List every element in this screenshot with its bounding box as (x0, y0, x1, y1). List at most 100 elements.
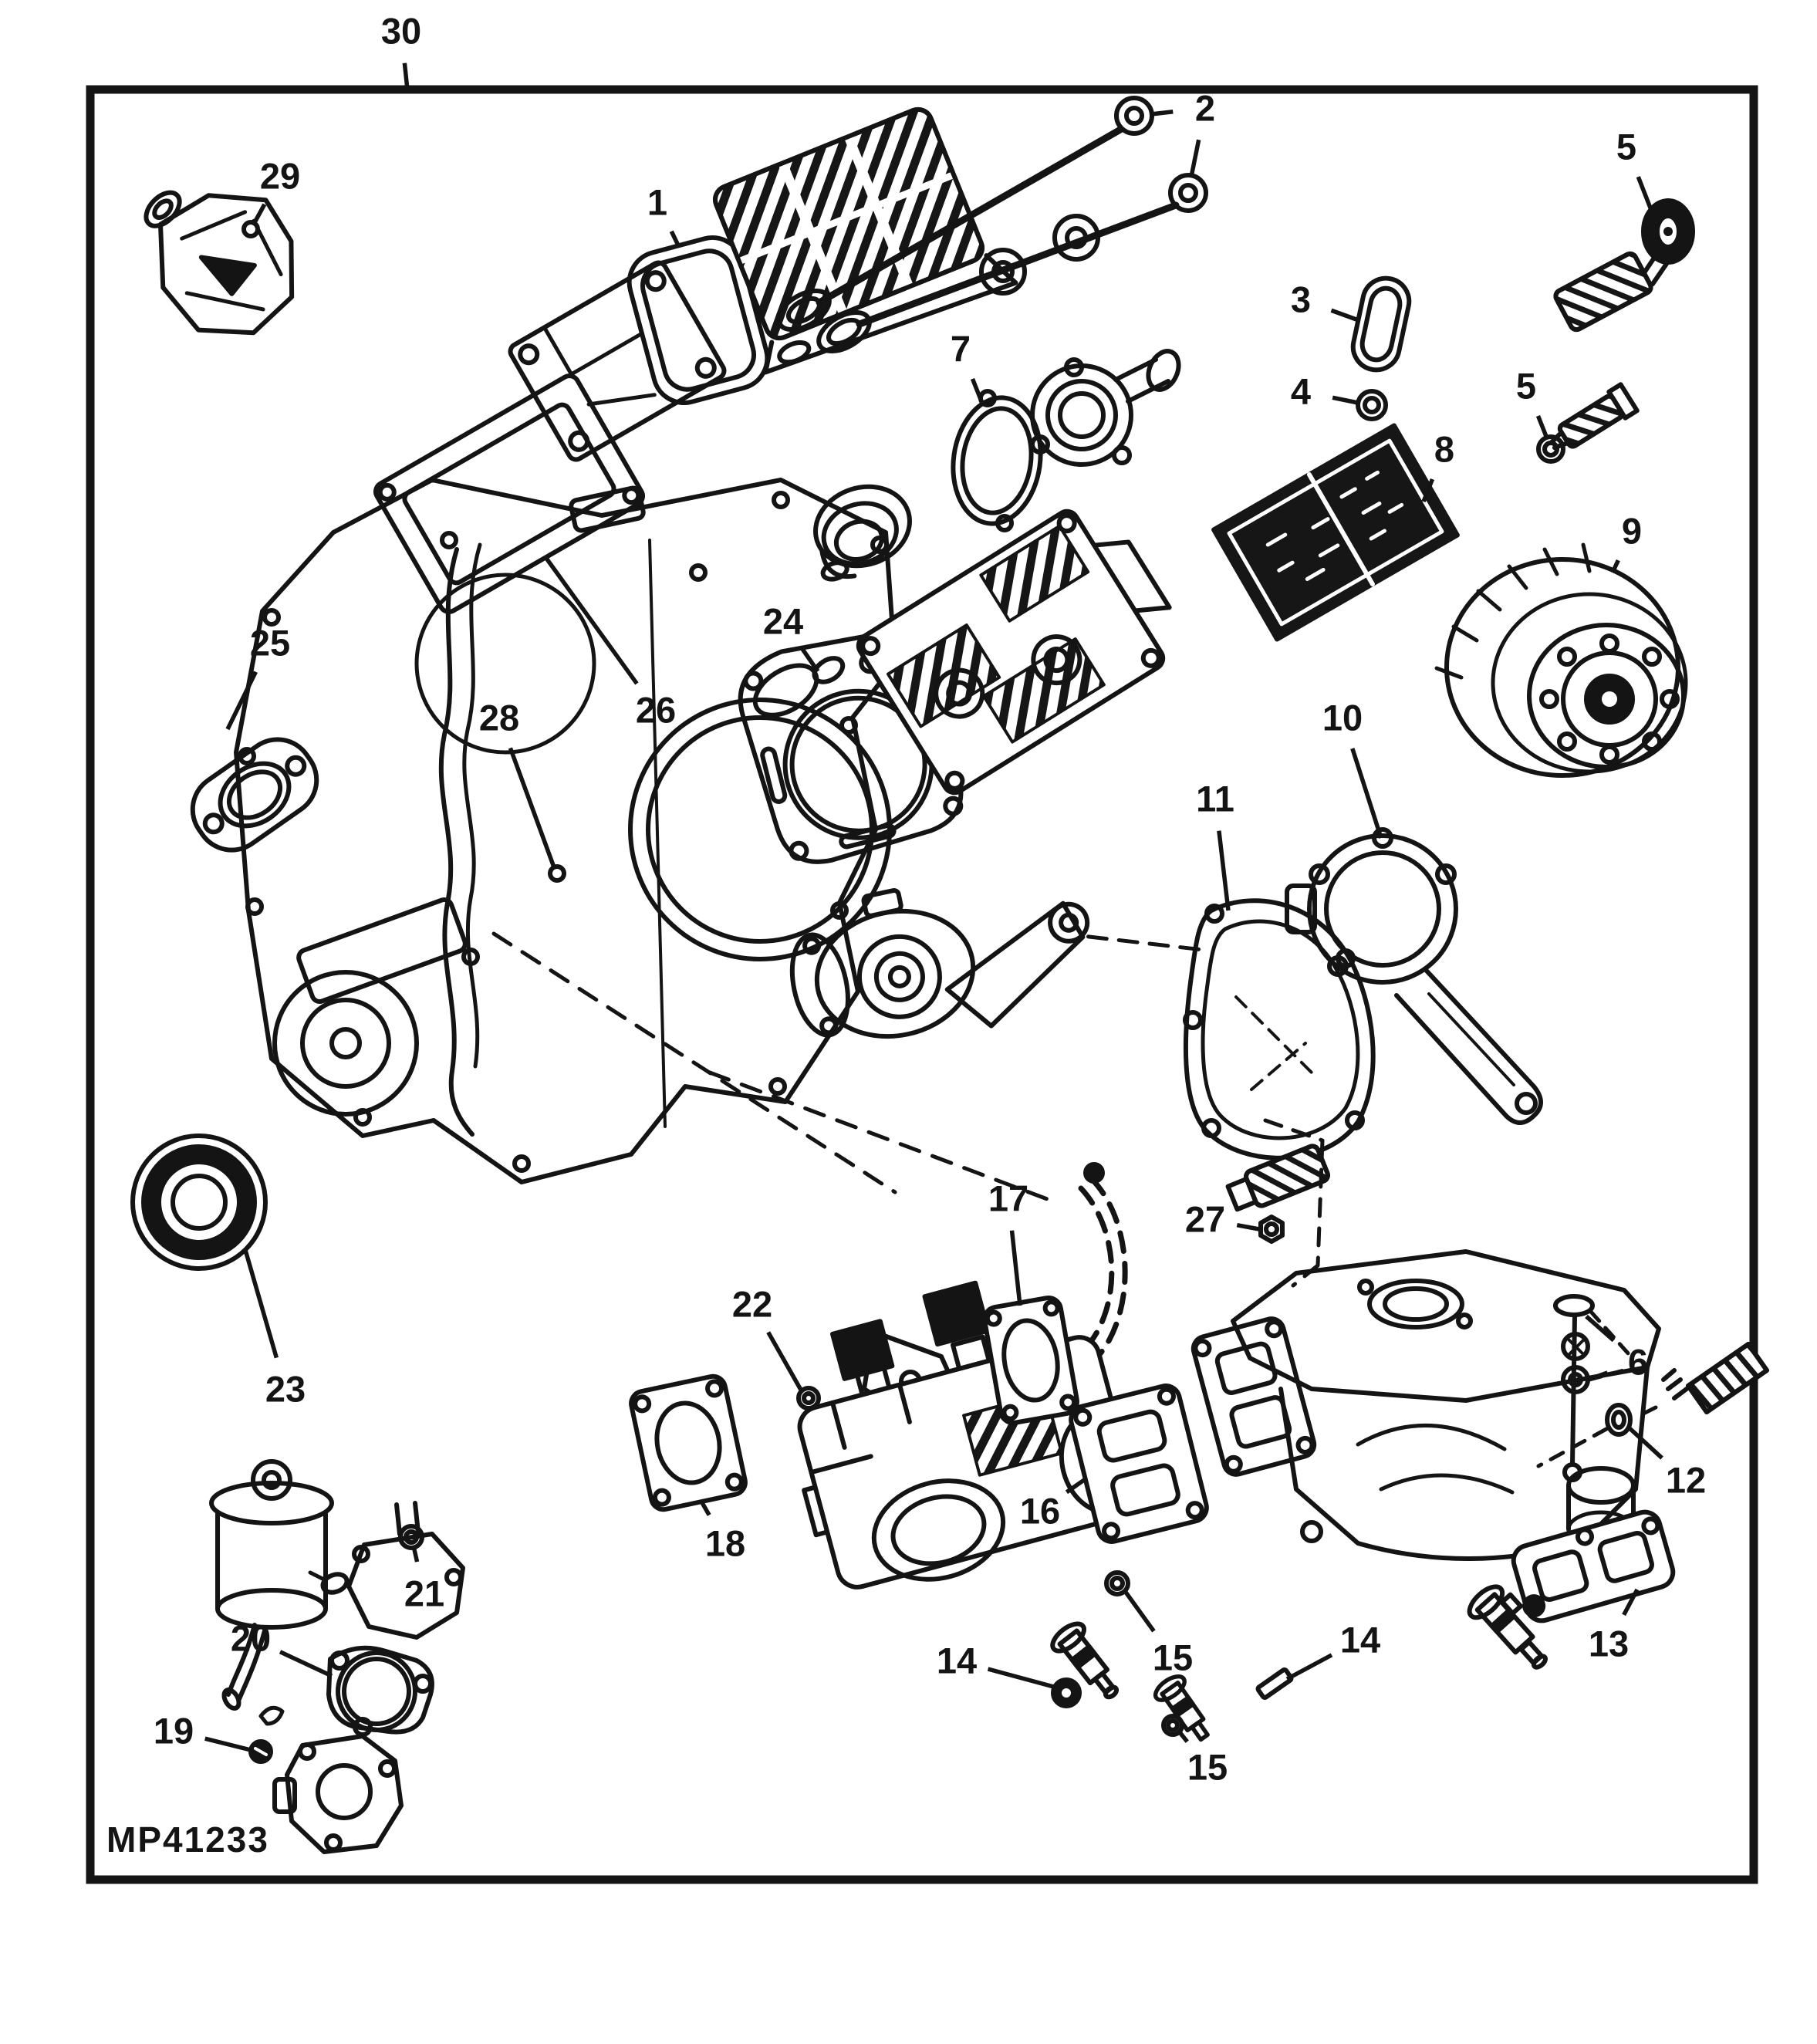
figure-code: MP41233 (106, 1819, 269, 1860)
leader-line-20 (279, 1650, 333, 1678)
callout-label-14: 14 (1340, 1620, 1380, 1661)
callout-label-15: 15 (1187, 1747, 1228, 1788)
leader-line-2 (1189, 139, 1201, 177)
part-oring-3 (1350, 275, 1412, 373)
part-valve-cover (713, 106, 1018, 375)
callout-label-10: 10 (1322, 698, 1363, 738)
leader-line-25 (225, 671, 258, 731)
part-washer-5-lower (1536, 382, 1640, 464)
leader-line-4 (1332, 395, 1359, 405)
leader-line-11 (1217, 830, 1231, 911)
part-oring-15a (1104, 1570, 1130, 1596)
part-oring-15b (1161, 1714, 1184, 1737)
leader-line-14 (1285, 1653, 1333, 1681)
leader-line-17 (1009, 1230, 1022, 1306)
callout-label-7: 7 (951, 329, 971, 370)
callout-label-22: 22 (732, 1284, 772, 1325)
part-oring-12 (1605, 1403, 1633, 1437)
callout-label-30: 30 (381, 11, 421, 52)
leader-line-27 (1236, 1222, 1260, 1231)
callout-label-29: 29 (260, 156, 300, 197)
part-sensor-12 (1536, 1342, 1769, 1468)
part-oring-4 (1356, 389, 1388, 421)
part-oil-seal-23 (130, 1133, 268, 1271)
leader-line-5 (1535, 415, 1549, 440)
callout-label-11: 11 (1196, 779, 1234, 819)
leader-line-16 (1065, 1476, 1088, 1495)
leader-line-14 (987, 1667, 1060, 1691)
part-intake-manifold (1191, 1249, 1661, 1561)
part-seal-5-top (1641, 198, 1695, 265)
callout-label-14: 14 (937, 1640, 977, 1681)
callout-label-2: 2 (1195, 88, 1215, 129)
callout-label-8: 8 (1434, 429, 1454, 470)
leader-line-19 (204, 1736, 252, 1752)
callout-label-12: 12 (1666, 1460, 1706, 1501)
callout-label-16: 16 (1020, 1491, 1060, 1532)
callout-label-9: 9 (1622, 511, 1642, 552)
leader-line-15 (1123, 1590, 1156, 1633)
part-injectors-14-15 (1050, 1570, 1548, 1742)
leader-line-23 (243, 1249, 279, 1359)
part-oil-filter-9 (1434, 542, 1688, 778)
part-flange-gasket-25 (190, 737, 319, 853)
callout-label-15: 15 (1153, 1637, 1193, 1678)
callout-label-4: 4 (1291, 371, 1311, 412)
callout-label-5: 5 (1516, 366, 1536, 407)
part-pin-14 (1255, 1667, 1294, 1700)
leader-line-1 (669, 230, 681, 248)
part-fuel-pump-21 (209, 1459, 424, 1711)
part-oval-gasket-7 (951, 389, 1043, 532)
part-thermostat-housing (1030, 349, 1181, 467)
leader-line-12 (1627, 1425, 1663, 1460)
callout-label-23: 23 (265, 1369, 306, 1410)
part-cam-seal-ring (241, 220, 260, 238)
leader-line-29 (251, 203, 267, 227)
callout-label-28: 28 (479, 698, 519, 738)
callout-label-17: 17 (988, 1178, 1028, 1219)
leader-line-10 (1350, 748, 1383, 839)
callout-label-5: 5 (1616, 127, 1636, 167)
part-breather-plate (508, 260, 727, 462)
leader-line-3 (1330, 308, 1357, 322)
leader-line-15 (1177, 1731, 1189, 1743)
part-thermostat-cover (346, 1501, 465, 1640)
callout-label-27: 27 (1185, 1199, 1225, 1240)
part-screen-plate-8 (1211, 423, 1460, 642)
leader-line-7 (970, 378, 984, 403)
part-plug-19 (248, 1705, 285, 1764)
leader-line-13 (1622, 1588, 1640, 1617)
leader-line-9 (1610, 559, 1620, 574)
callout-label-20: 20 (231, 1618, 271, 1659)
part-sensor-27 (1225, 1118, 1330, 1288)
leader-line-26 (543, 556, 639, 685)
callout-label-18: 18 (705, 1523, 745, 1564)
part-cam-carrier-29 (144, 190, 295, 336)
part-nut-27 (1258, 1215, 1285, 1244)
callout-label-25: 25 (250, 623, 290, 664)
leader-line-8 (1421, 478, 1435, 503)
callout-label-6: 6 (1628, 1342, 1648, 1383)
callout-label-13: 13 (1589, 1623, 1629, 1664)
part-water-pump (789, 888, 1204, 1039)
callout-label-3: 3 (1291, 279, 1311, 320)
part-cylinder-block (234, 478, 1052, 1202)
leader-line-24 (799, 646, 820, 673)
callout-label-19: 19 (154, 1711, 194, 1752)
leader-line-28 (508, 747, 556, 868)
callout-label-1: 1 (647, 182, 667, 223)
part-outlet-neck (272, 1734, 404, 1854)
part-timing-gasket-28 (438, 547, 475, 1137)
part-sensor-5-top (1553, 246, 1672, 333)
part-cylinder-head (856, 508, 1172, 796)
part-thermostat (813, 484, 912, 582)
leader-line-18 (698, 1498, 711, 1516)
leader-line-6 (1587, 1370, 1609, 1382)
leader-line-22 (766, 1331, 804, 1393)
callout-label-26: 26 (636, 690, 676, 731)
callout-layer: 3029125347589252628241011232221172761216… (154, 11, 1706, 1788)
leader-line-30 (402, 63, 410, 90)
leader-line-21 (411, 1546, 420, 1563)
leader-line-5 (1636, 176, 1653, 211)
